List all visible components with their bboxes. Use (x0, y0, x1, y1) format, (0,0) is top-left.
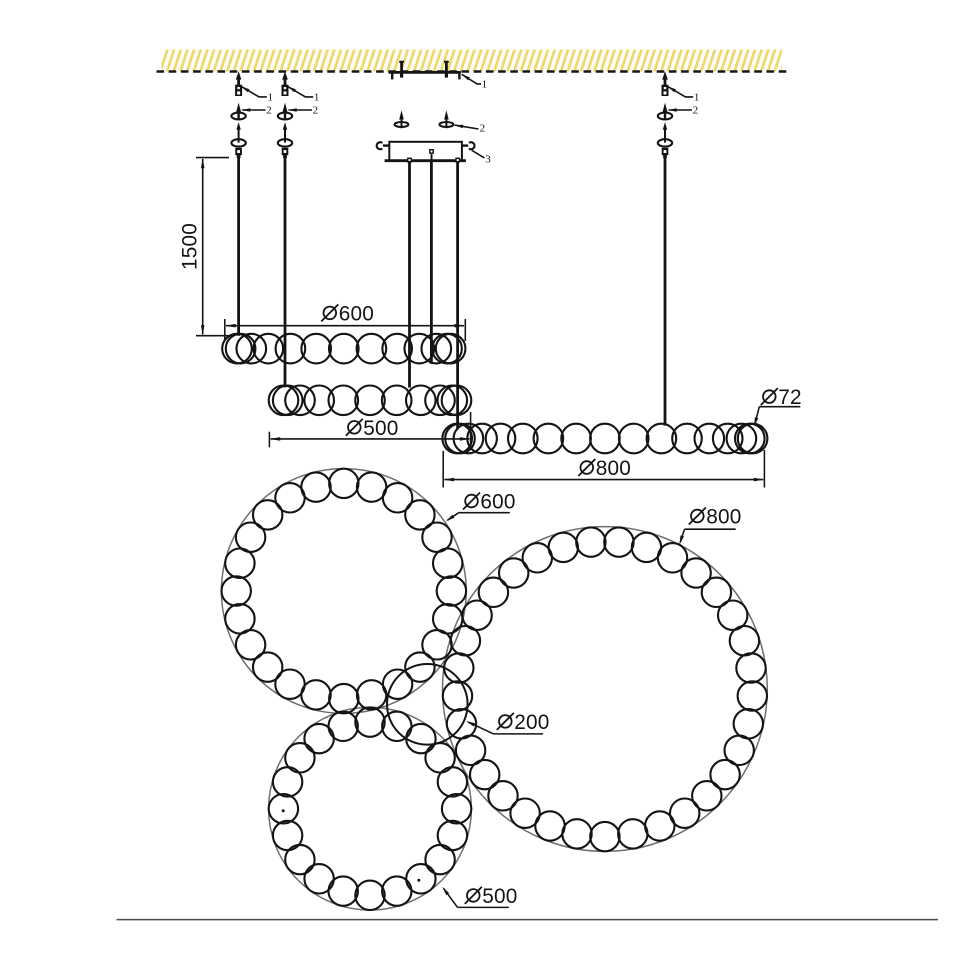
svg-text:3: 3 (485, 153, 491, 165)
svg-text:1: 1 (314, 92, 320, 104)
svg-text:500: 500 (363, 417, 398, 440)
svg-text:2: 2 (313, 105, 319, 117)
svg-text:1: 1 (694, 92, 700, 104)
svg-text:800: 800 (596, 457, 631, 480)
svg-text:2: 2 (480, 123, 486, 135)
svg-text:72: 72 (778, 386, 802, 409)
svg-text:1: 1 (482, 79, 488, 91)
svg-text:600: 600 (339, 302, 374, 325)
svg-text:2: 2 (693, 105, 699, 117)
svg-text:2: 2 (266, 105, 272, 117)
svg-text:500: 500 (482, 885, 517, 908)
svg-text:200: 200 (514, 711, 549, 734)
svg-text:600: 600 (480, 491, 515, 514)
svg-text:800: 800 (706, 506, 741, 529)
svg-text:1: 1 (268, 92, 274, 104)
svg-text:1500: 1500 (179, 223, 202, 270)
